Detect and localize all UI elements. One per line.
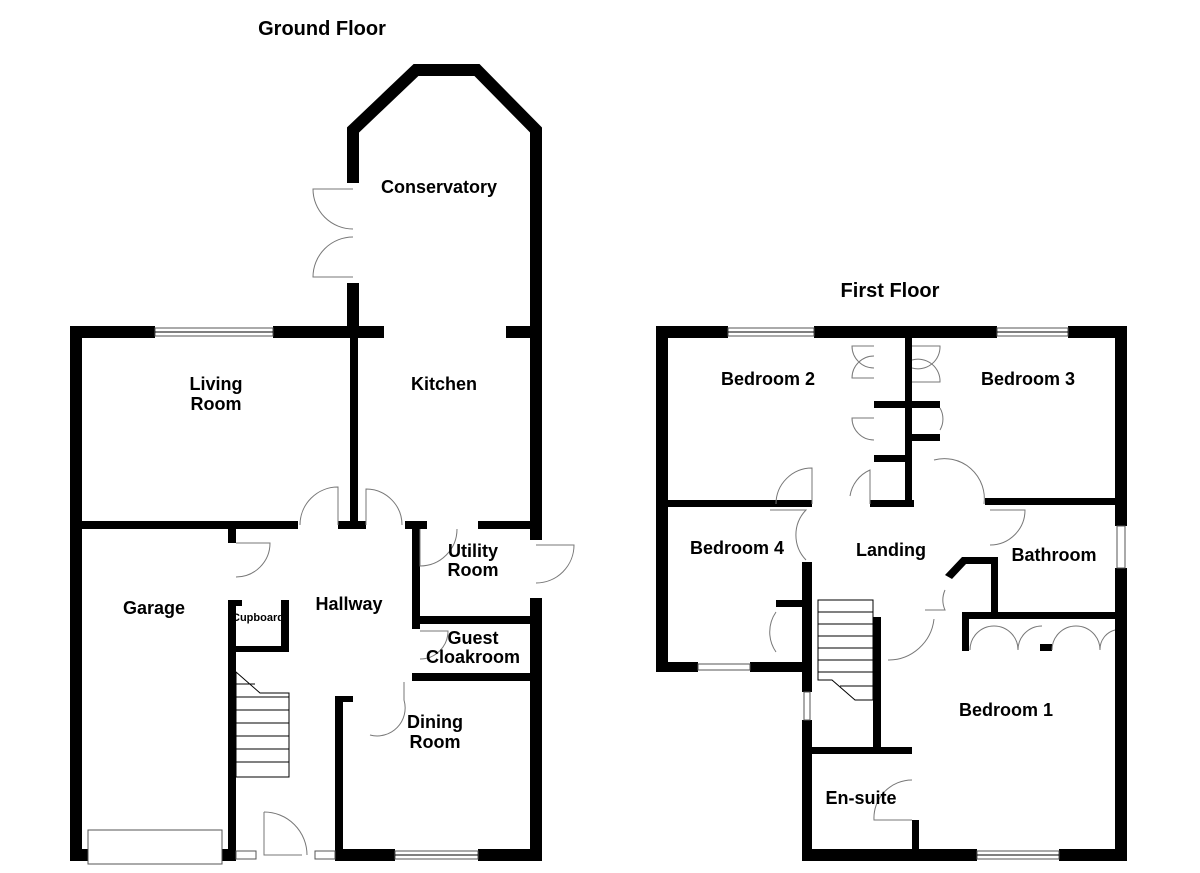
first-doors: [769, 345, 1116, 821]
dining-room-label-line1: Dining: [407, 712, 463, 732]
utility-room-label-line1: Utility: [448, 541, 498, 561]
ground-floor-plan: Ground Floor: [70, 18, 575, 865]
cupboard-label: Cupboard: [232, 612, 284, 624]
first-floor-plan: First Floor: [656, 280, 1127, 861]
front-door-side-panel-right: [314, 850, 336, 860]
living-room-label-line1: Living: [190, 374, 243, 394]
guest-cloakroom-label-line2: Cloakroom: [426, 647, 520, 667]
bedroom-4-window: [697, 663, 751, 671]
garage-label: Garage: [123, 598, 185, 618]
hallway-label: Hallway: [315, 594, 382, 614]
conservatory-walls: [347, 64, 542, 540]
first-staircase: [817, 599, 874, 701]
garage-door: [87, 829, 223, 865]
bedroom-4-label: Bedroom 4: [690, 538, 784, 558]
ground-floor-title: Ground Floor: [258, 18, 386, 40]
landing-label: Landing: [856, 540, 926, 560]
ground-outer-walls: [70, 326, 542, 861]
living-room-window: [154, 327, 274, 337]
ground-doors: [235, 486, 575, 856]
front-door-side-panel-left: [235, 850, 257, 860]
en-suite-label: En-suite: [825, 788, 896, 808]
utility-room-label-line2: Room: [448, 560, 499, 580]
first-outer-walls: [656, 326, 1127, 861]
dining-room-label-line2: Room: [410, 732, 461, 752]
dining-room-window: [394, 850, 479, 860]
conservatory-label: Conservatory: [381, 177, 497, 197]
bedroom-2-label: Bedroom 2: [721, 369, 815, 389]
bedroom-3-label: Bedroom 3: [981, 369, 1075, 389]
first-floor-title: First Floor: [841, 280, 940, 302]
conservatory-french-doors: [312, 188, 354, 278]
bathroom-window: [1116, 525, 1126, 569]
ground-staircase: [235, 670, 290, 778]
first-floor-windows: [697, 327, 1126, 860]
ground-internal-walls: [82, 338, 530, 861]
bathroom-label: Bathroom: [1012, 545, 1097, 565]
bedroom-1-label: Bedroom 1: [959, 700, 1053, 720]
kitchen-label: Kitchen: [411, 374, 477, 394]
first-internal-walls: [668, 338, 1115, 849]
living-room-label-line2: Room: [191, 394, 242, 414]
landing-window: [803, 691, 811, 721]
guest-cloakroom-label-line1: Guest: [447, 628, 498, 648]
